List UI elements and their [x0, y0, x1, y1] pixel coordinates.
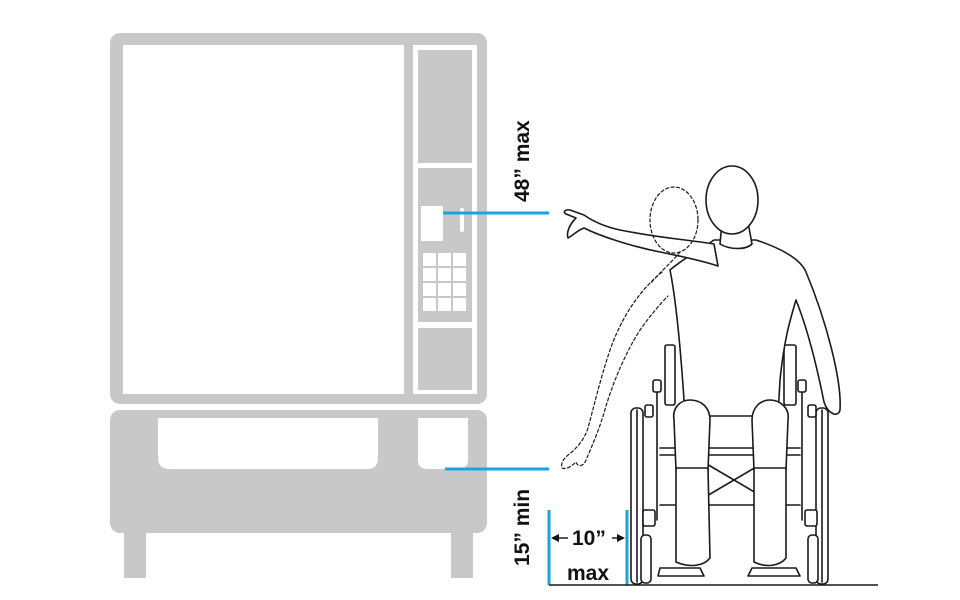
reach-high-label: 48” max [511, 120, 534, 202]
machine-control-panel [418, 168, 472, 322]
seated-person [563, 165, 841, 567]
keypad-key [423, 283, 436, 296]
machine-coin-return [418, 418, 468, 469]
person-shin-right [753, 467, 787, 567]
machine-bottom-panel [418, 328, 472, 390]
keypad-key [438, 283, 451, 296]
keypad-key [453, 283, 466, 296]
machine-keypad [423, 253, 466, 311]
clearance-unit-label: max [567, 562, 609, 585]
keypad-key [453, 253, 466, 266]
leaning-reach-ghost [561, 186, 699, 470]
dimension-lines: 48” max 15” min 10” max [443, 120, 629, 585]
clearance-value-label: 10” [572, 527, 606, 550]
machine-leg-right [451, 528, 473, 578]
vending-machine [110, 33, 487, 578]
machine-leg-left [124, 528, 146, 578]
clearance-arrow-right-head [617, 534, 625, 542]
keypad-key [438, 298, 451, 311]
keypad-key [423, 253, 436, 266]
person-thigh-left [672, 399, 711, 471]
machine-product-tray [158, 418, 378, 469]
person-head [705, 165, 759, 235]
keypad-key [438, 253, 451, 266]
person-thigh-right [751, 399, 790, 471]
clearance-arrow-left-head [551, 534, 559, 542]
keypad-key [423, 298, 436, 311]
machine-display-window [123, 45, 404, 394]
keypad-key [453, 298, 466, 311]
keypad-key [423, 268, 436, 281]
person-torso [669, 239, 841, 417]
person-reaching-arm [563, 209, 719, 267]
person-shin-left [675, 467, 711, 567]
reach-low-label: 15” min [511, 489, 534, 566]
wheelchair [630, 344, 829, 585]
keypad-key [453, 268, 466, 281]
ghost-head [649, 186, 699, 254]
keypad-key [438, 268, 451, 281]
machine-card-reader [421, 206, 443, 241]
machine-top-panel [418, 50, 472, 163]
ghost-arm [561, 271, 669, 470]
